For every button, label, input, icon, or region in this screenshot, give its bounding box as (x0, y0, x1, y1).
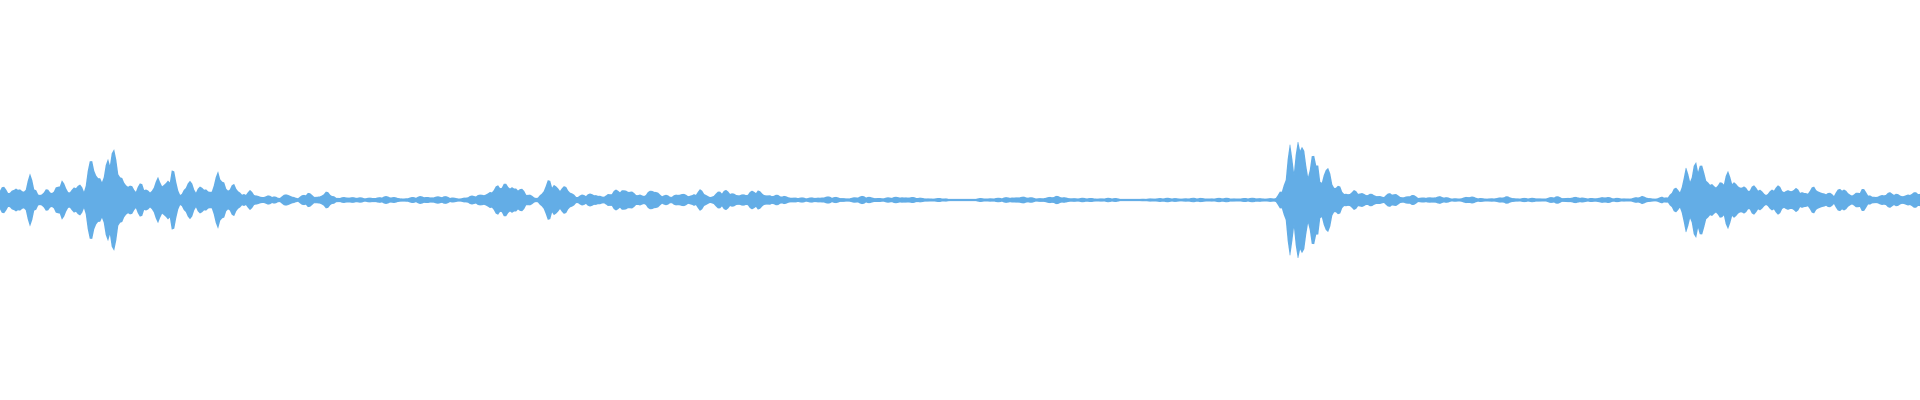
waveform-display[interactable] (0, 0, 1920, 400)
waveform-view[interactable] (0, 0, 1920, 400)
